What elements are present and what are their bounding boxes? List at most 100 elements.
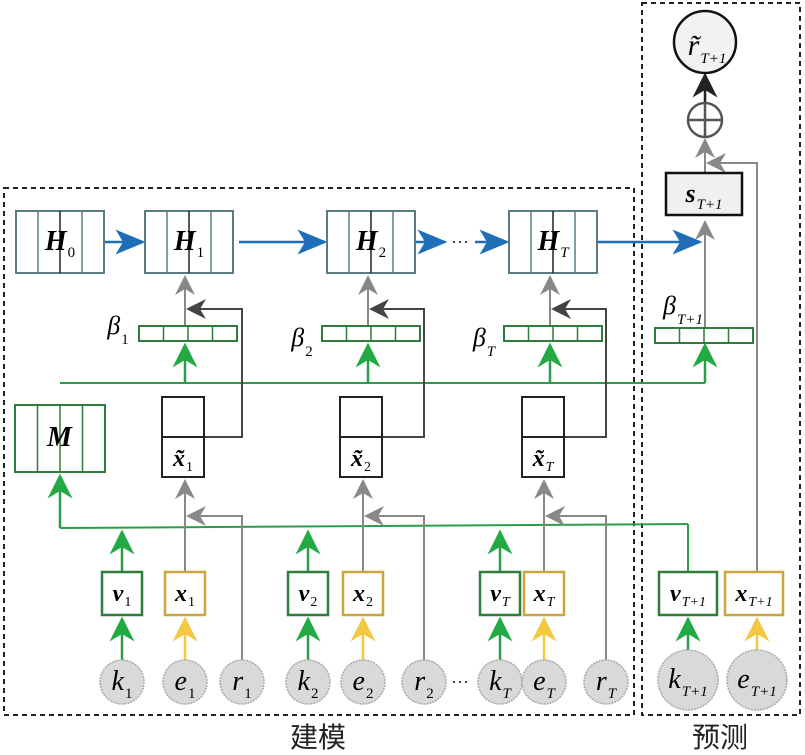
math-subscript: T [546, 595, 555, 610]
math-subscript: 0 [67, 245, 76, 261]
math-subscript: 1 [187, 686, 196, 702]
exercise-vector-label: x2 [353, 581, 373, 610]
math-subscript: 2 [365, 686, 374, 702]
math-subscript: 1 [124, 595, 132, 610]
key-vector-label: vT [490, 581, 509, 610]
math-symbol: e [174, 666, 187, 697]
hidden-state-label: HT [537, 226, 568, 261]
combined-embedding-label: x̃1 [173, 446, 193, 475]
math-subscript: 2 [305, 344, 313, 360]
math-subscript: T+1 [750, 684, 777, 700]
hidden-state-label: H2 [355, 226, 386, 261]
input-node-label: r2 [414, 666, 433, 702]
math-subscript: 2 [310, 595, 318, 610]
math-subscript: 2 [426, 686, 434, 702]
input-ellipsis: ··· [451, 672, 469, 692]
response-line [377, 515, 425, 660]
hidden-state-label: H1 [173, 226, 204, 261]
math-subscript: 1 [121, 332, 129, 348]
input-node-label: k2 [297, 666, 319, 702]
input-node-label: kT+1 [668, 664, 707, 700]
math-symbol: x [533, 581, 546, 607]
math-symbol: v [490, 581, 501, 607]
math-symbol: v [670, 581, 681, 607]
attention-label: βT+1 [663, 291, 703, 328]
math-symbol: H [537, 226, 560, 257]
math-subscript: T [501, 595, 510, 610]
math-symbol: s [685, 179, 696, 208]
math-symbol: k [111, 666, 124, 697]
exercise-t1-to-sum-line [718, 162, 758, 572]
prediction-region-label: 预测 [691, 721, 749, 754]
summary-box [664, 171, 744, 217]
math-symbol: e [737, 664, 750, 695]
key-vector-label: vT+1 [670, 581, 706, 610]
math-subscript: 2 [364, 460, 371, 475]
math-subscript: T+1 [681, 595, 706, 610]
math-symbol: H [173, 226, 196, 257]
input-node-label: e2 [353, 668, 374, 702]
combined-feedback-line [562, 308, 607, 438]
math-symbol: H [355, 226, 378, 257]
key-vector-box [478, 570, 522, 617]
math-symbol: β [663, 291, 676, 320]
math-symbol: r̃ [687, 29, 700, 62]
modeling-region-label: 建模 [289, 721, 347, 754]
prediction-region-border [641, 2, 801, 716]
key-vector-label: v2 [298, 581, 318, 610]
math-subscript: T [607, 686, 617, 702]
math-subscript: T [546, 686, 555, 702]
math-subscript: 1 [186, 460, 193, 475]
combined-embedding-label: x̃T [532, 446, 554, 475]
input-node-circle [521, 659, 567, 705]
math-subscript: 2 [366, 595, 373, 610]
math-symbol: M [47, 422, 72, 453]
output-node-circle [672, 9, 738, 75]
math-symbol: β [291, 323, 305, 352]
input-node-label: kT [489, 668, 511, 702]
math-subscript: 1 [244, 686, 252, 702]
math-subscript: 2 [310, 686, 319, 702]
math-symbol: v [298, 581, 310, 607]
response-line [199, 515, 243, 660]
math-symbol: H [44, 226, 67, 257]
hidden-state-ellipsis: ··· [451, 232, 469, 252]
math-subscript: 1 [124, 686, 133, 702]
math-subscript: T [560, 245, 569, 261]
combined-embedding-label: x̃2 [351, 446, 371, 475]
math-subscript: 1 [188, 595, 195, 610]
exercise-vector-label: xT [533, 581, 555, 610]
input-node-label: rT [596, 668, 616, 702]
math-subscript: T+1 [676, 312, 703, 328]
math-symbol: x̃ [351, 446, 363, 472]
math-subscript: T+1 [700, 51, 727, 67]
math-subscript: T [545, 460, 554, 475]
input-node-label: r1 [232, 666, 251, 702]
math-symbol: x̃ [173, 446, 185, 472]
input-node-circle [162, 659, 208, 705]
input-node-circle [340, 659, 386, 705]
exercise-vector-label: xT+1 [735, 581, 772, 610]
exercise-vector-box [522, 570, 566, 617]
combined-feedback-line [380, 308, 425, 438]
math-symbol: x [353, 581, 365, 607]
math-symbol: k [668, 664, 681, 695]
math-symbol: r [232, 666, 244, 697]
math-symbol: v [112, 581, 124, 607]
input-node-circle [401, 659, 447, 705]
key-vector-box [100, 570, 144, 617]
combined-feedback-line [197, 308, 243, 438]
math-symbol: k [297, 666, 310, 697]
input-node-circle [219, 659, 265, 705]
math-symbol: x̃ [532, 446, 545, 472]
math-subscript: T [502, 686, 511, 702]
input-node-label: eT+1 [737, 664, 776, 700]
math-symbol: x [735, 581, 748, 607]
math-symbol: r [414, 666, 426, 697]
input-node-circle [99, 659, 145, 705]
input-node-circle [657, 649, 719, 711]
output-label: r̃T+1 [687, 29, 727, 67]
hidden-state-label: H0 [44, 226, 75, 261]
exercise-vector-box [723, 570, 785, 617]
input-node-circle [285, 659, 331, 705]
